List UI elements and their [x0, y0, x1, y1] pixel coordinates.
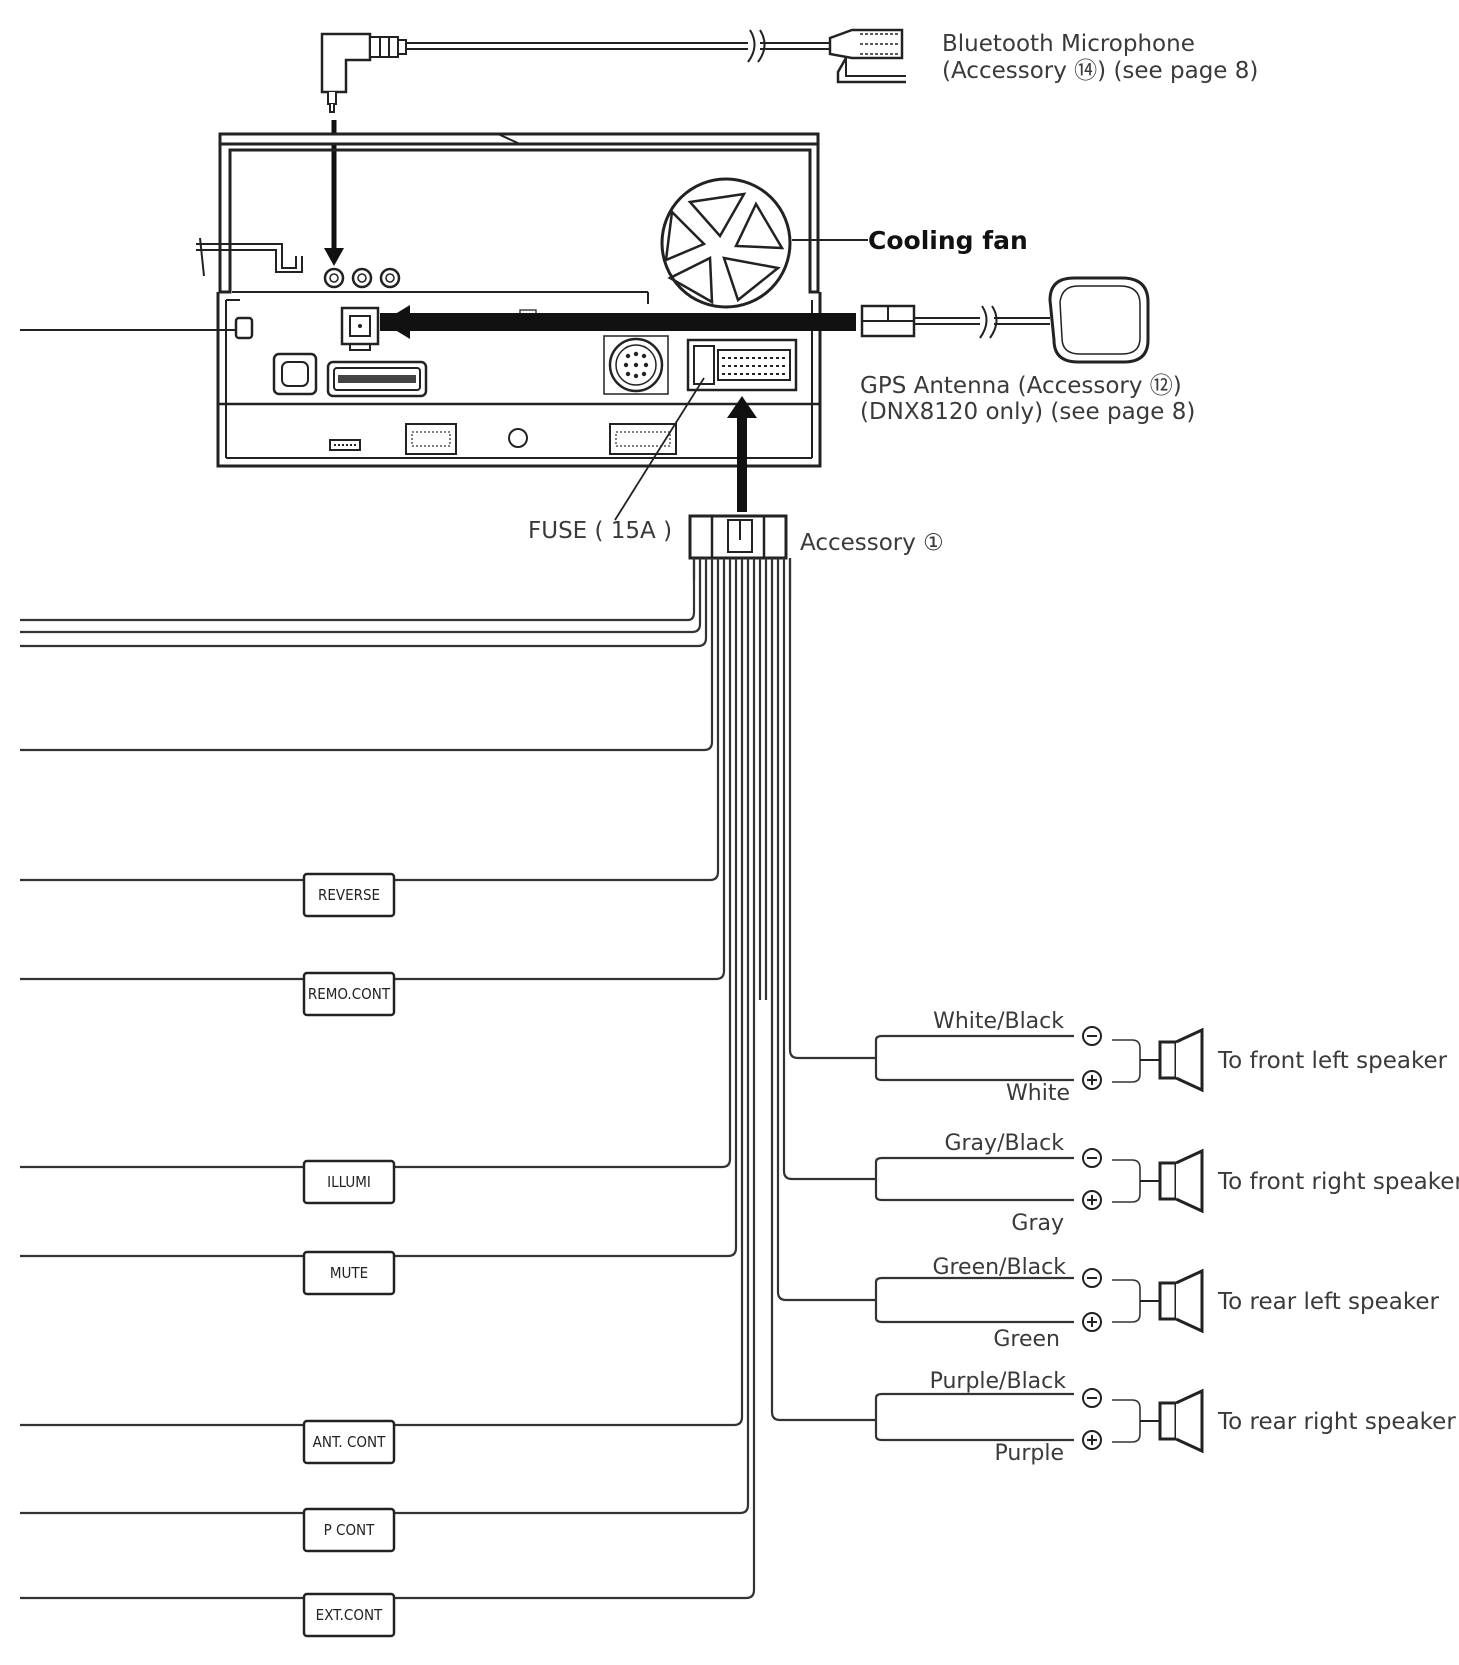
pos-wire-color: Gray [1011, 1211, 1064, 1236]
minus-circle-icon [1082, 1148, 1102, 1168]
gps-antenna-jack [340, 306, 380, 351]
pos-wire-color: White [1006, 1081, 1070, 1106]
neg-wire-color: Purple/Black [930, 1369, 1067, 1394]
arrow-icon [382, 305, 410, 339]
gps-antenna-note: (DNX8120 only) (see page 8) [860, 399, 1195, 425]
tag-ant-cont: ANT. CONT [302, 1419, 396, 1465]
tag-label: REVERSE [318, 886, 380, 904]
wire-loom [20, 558, 876, 1600]
minus-circle-icon [1082, 1268, 1102, 1288]
plus-circle-icon [1082, 1430, 1102, 1450]
gps-antenna-label: GPS Antenna (Accessory ⑫) [860, 373, 1182, 399]
speaker-icon [1158, 1149, 1204, 1213]
speaker-icon [1158, 1028, 1204, 1092]
fuse-label: FUSE ( 15A ) [528, 518, 672, 544]
bluetooth-microphone: Bluetooth Microphone (Accessory ⑭) (see … [320, 28, 1258, 266]
tag-ext-cont: EXT.CONT [302, 1592, 396, 1638]
arrow-icon [727, 396, 757, 418]
tag-label: REMO.CONT [308, 985, 391, 1003]
speaker-group-rear-right: Purple/Black Purple To rear right speake… [874, 1369, 1456, 1466]
bluetooth-mic-label: Bluetooth Microphone [942, 31, 1195, 57]
tag-remo-cont: REMO.CONT [302, 971, 396, 1017]
multi-pin-connector [326, 360, 428, 398]
pos-wire-color: Green [993, 1327, 1060, 1352]
wire-tags: REVERSE REMO.CONT ILLUMI MUTE ANT. CONT … [302, 872, 396, 1638]
rca-jacks [323, 267, 401, 289]
cooling-fan-icon [660, 177, 792, 309]
speaker-group-front-right: Gray/Black Gray To front right speaker [874, 1131, 1459, 1236]
bluetooth-mic-note: (Accessory ⑭) (see page 8) [942, 58, 1258, 84]
speaker-target: To rear left speaker [1217, 1289, 1440, 1315]
minus-circle-icon [1082, 1026, 1102, 1046]
neg-wire-color: Gray/Black [944, 1131, 1064, 1156]
neg-wire-color: White/Black [933, 1009, 1064, 1034]
speaker-group-rear-left: Green/Black Green To rear left speaker [874, 1255, 1440, 1352]
din-port [603, 335, 669, 395]
gps-antenna: GPS Antenna (Accessory ⑫) (DNX8120 only)… [380, 276, 1195, 425]
speaker-icon [1158, 1269, 1204, 1333]
tag-label: EXT.CONT [316, 1606, 383, 1624]
head-unit: Cooling fan [20, 132, 1028, 468]
cooling-fan-label: Cooling fan [868, 226, 1028, 255]
harness-connector: Accessory ① [688, 396, 944, 560]
tag-reverse: REVERSE [302, 872, 396, 918]
tag-label: ANT. CONT [313, 1433, 386, 1451]
speaker-target: To front right speaker [1217, 1169, 1459, 1195]
arrow-icon [324, 248, 344, 266]
plus-circle-icon [1082, 1190, 1102, 1210]
tag-label: ILLUMI [327, 1173, 371, 1191]
tag-mute: MUTE [302, 1250, 396, 1296]
speaker-icon [1158, 1389, 1204, 1453]
tag-label: P CONT [324, 1521, 376, 1539]
harness-label: Accessory ① [800, 530, 944, 556]
plus-circle-icon [1082, 1312, 1102, 1332]
harness-socket [686, 338, 798, 392]
pos-wire-color: Purple [995, 1441, 1064, 1466]
minus-circle-icon [1082, 1388, 1102, 1408]
neg-wire-color: Green/Black [932, 1255, 1066, 1280]
speaker-group-front-left: White/Black White To front left speaker [874, 1009, 1448, 1106]
speaker-target: To rear right speaker [1217, 1409, 1456, 1435]
tag-label: MUTE [330, 1264, 368, 1282]
fuse: FUSE ( 15A ) [528, 377, 705, 544]
tag-illumi: ILLUMI [302, 1159, 396, 1205]
tag-p-cont: P CONT [302, 1507, 396, 1553]
plus-circle-icon [1082, 1070, 1102, 1090]
speaker-target: To front left speaker [1217, 1048, 1448, 1074]
